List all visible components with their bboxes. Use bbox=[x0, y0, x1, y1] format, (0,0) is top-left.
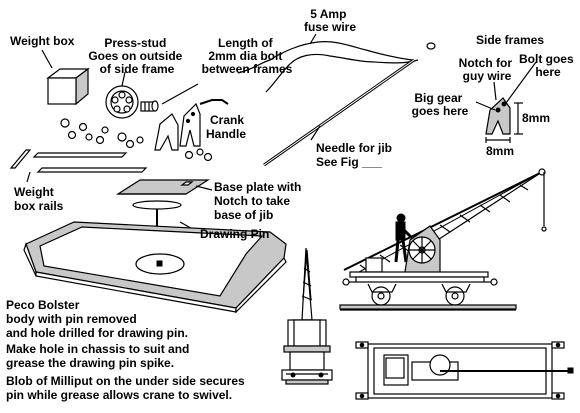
crane-end-view bbox=[281, 247, 333, 385]
notch-leader bbox=[493, 81, 497, 101]
crane-wagon bbox=[339, 168, 547, 311]
label-drawing-pin: Drawing Pin bbox=[200, 227, 269, 241]
label-side-frames: Side frames bbox=[476, 33, 544, 47]
label-rails: Weight box rails bbox=[14, 185, 64, 213]
label-base-plate: Base plate with Notch to take base of ji… bbox=[214, 180, 305, 222]
label-press-stud: Press-stud Goes on outside of side frame bbox=[88, 36, 185, 76]
crank-handle bbox=[199, 99, 229, 105]
needle-leader bbox=[310, 125, 321, 141]
crane-plan-view bbox=[355, 341, 574, 400]
label-bolt: Length of 2mm dia bolt between frames bbox=[202, 36, 293, 76]
bolt-leader bbox=[161, 83, 199, 105]
label-big-gear: Big gear goes here bbox=[412, 91, 469, 118]
needle bbox=[263, 42, 436, 167]
small-parts bbox=[60, 118, 213, 162]
fuse-wire-2 bbox=[265, 53, 419, 93]
label-dim-height: 8mm bbox=[522, 111, 550, 125]
weight-box-leader bbox=[41, 49, 53, 69]
label-crank: Crank Handle bbox=[206, 113, 247, 141]
fuse-wire bbox=[237, 41, 413, 74]
base-plate-leader bbox=[195, 185, 213, 191]
label-needle: Needle for jib See Fig ___ bbox=[316, 141, 395, 169]
label-dim-width: 8mm bbox=[486, 144, 514, 158]
base-plate bbox=[115, 179, 211, 195]
weight-box bbox=[46, 67, 90, 106]
dim-width-marker bbox=[485, 137, 511, 143]
dim-height-marker bbox=[514, 102, 523, 135]
bolster-tray bbox=[23, 221, 287, 314]
label-bolt-here: Bolt goes here bbox=[519, 52, 577, 79]
press-stud-gear bbox=[105, 85, 139, 119]
fuse-wire-leader bbox=[309, 33, 317, 45]
label-weight-box: Weight box bbox=[10, 34, 75, 48]
side-frame-detail bbox=[485, 97, 511, 135]
notes-block: Peco Bolster body with pin removed and h… bbox=[6, 298, 248, 402]
big-gear-leader bbox=[475, 101, 496, 111]
press-stud-leader bbox=[121, 71, 126, 87]
bolt-piece bbox=[140, 100, 159, 112]
label-fuse-wire: 5 Amp fuse wire bbox=[304, 7, 356, 34]
weight-box-rails bbox=[9, 149, 148, 173]
side-frame-parts bbox=[154, 102, 201, 151]
label-notch: Notch for guy wire bbox=[459, 56, 516, 83]
bolt-here-leader bbox=[505, 61, 537, 104]
rails-leader bbox=[26, 171, 31, 183]
